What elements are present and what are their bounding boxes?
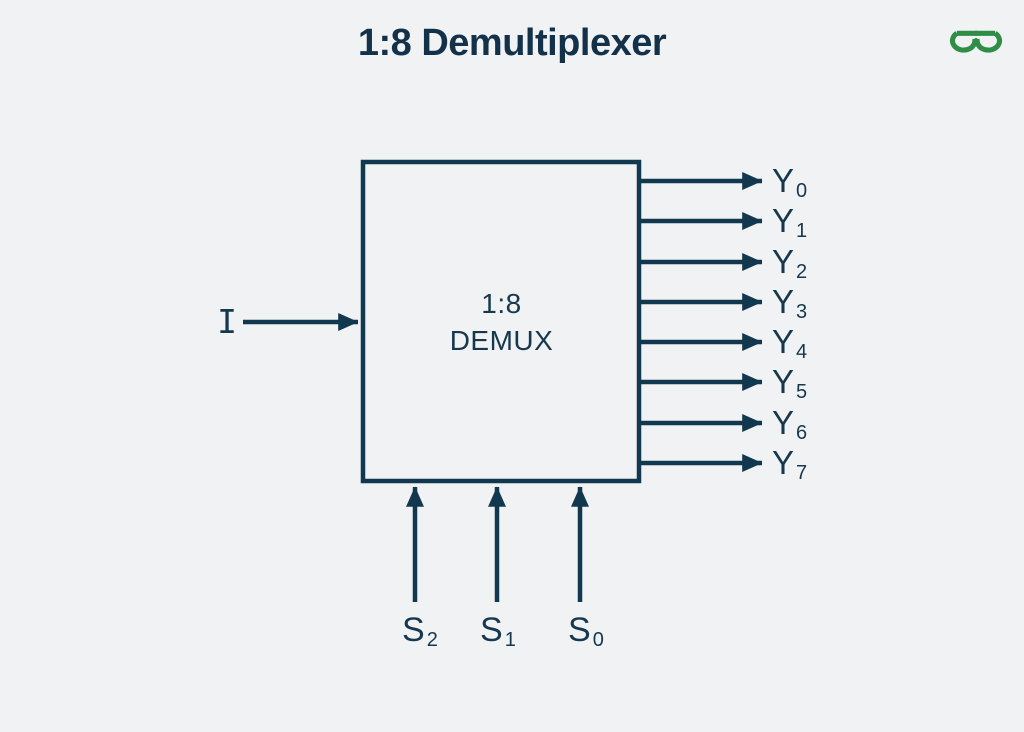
output-arrows — [641, 172, 763, 472]
page-title: 1:8 Demultiplexer — [357, 22, 667, 64]
block-label-name: DEMUX — [449, 325, 554, 356]
geeksforgeeks-logo-icon — [949, 30, 1003, 53]
block-label-ratio: 1:8 — [481, 288, 522, 319]
input-label: I — [217, 302, 237, 341]
block-label: 1:8 DEMUX — [363, 285, 640, 359]
select-arrows — [406, 486, 589, 602]
demux-block — [360, 159, 642, 484]
